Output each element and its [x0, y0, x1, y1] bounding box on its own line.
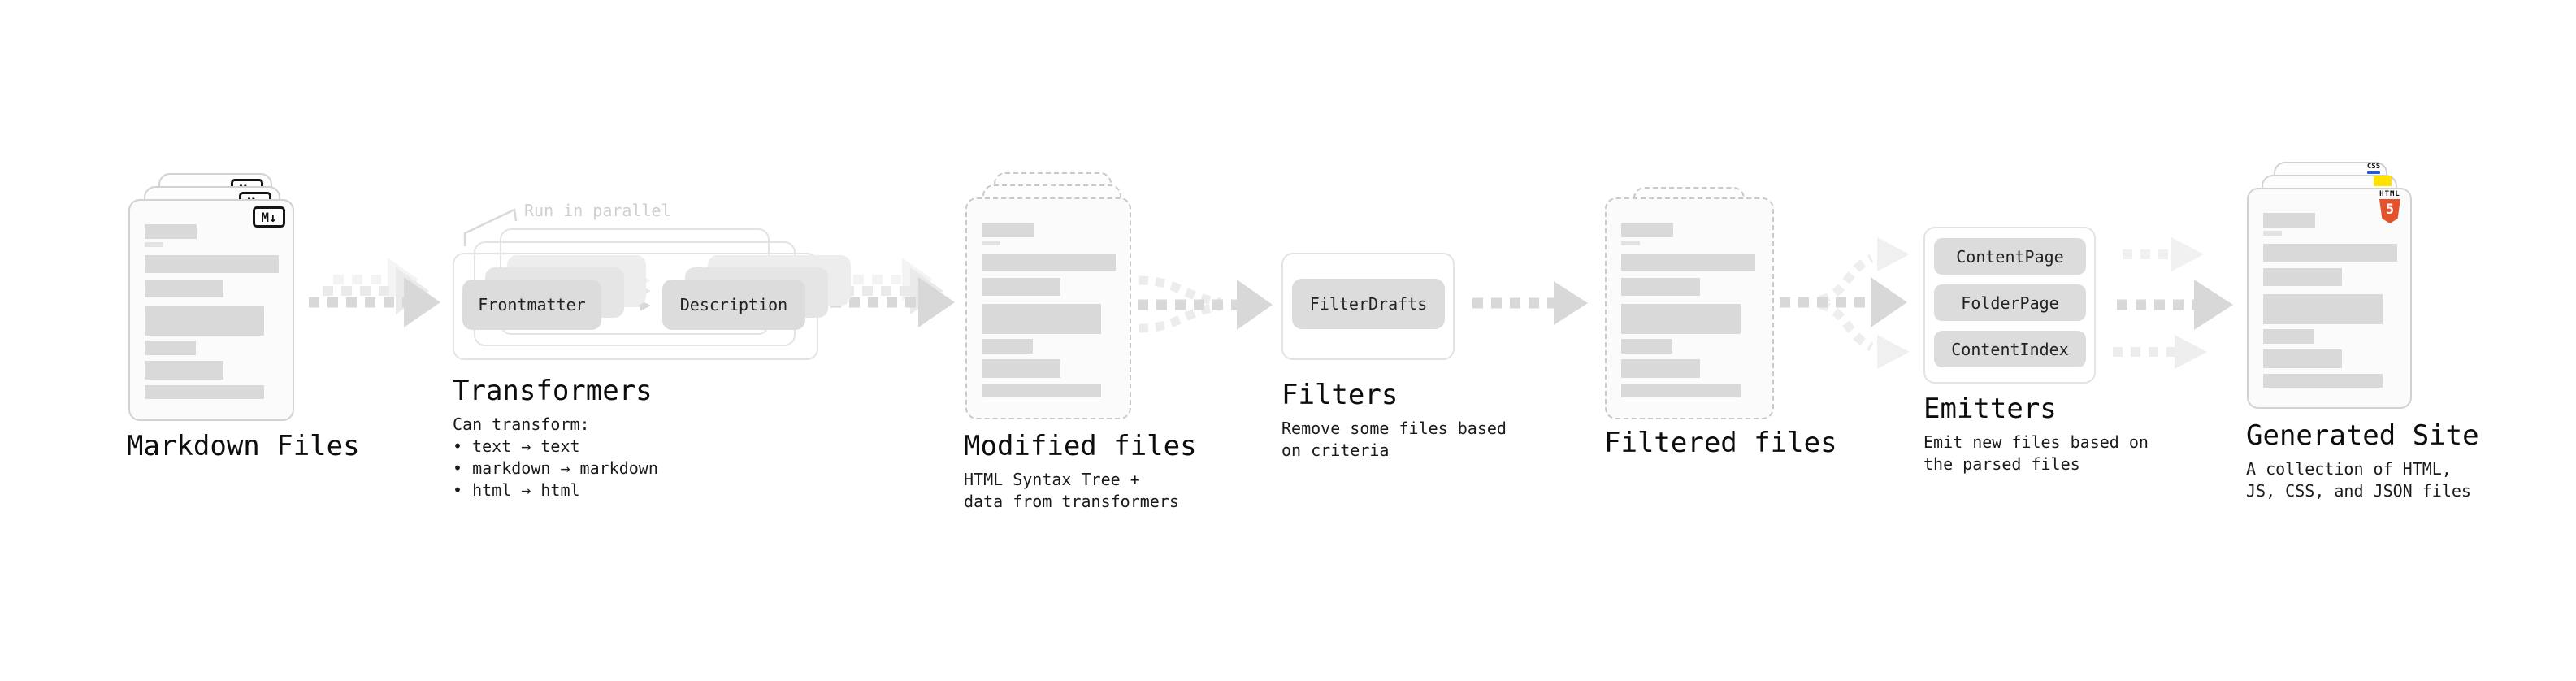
arrow-filtered-to-emitters: [1780, 237, 1910, 369]
transformer-parallel-arrows: [609, 275, 651, 311]
arrow-modified-to-filters: [1138, 275, 1273, 333]
run-in-parallel-callout-line: [463, 208, 518, 246]
arrow-transformers-to-modified: [830, 258, 955, 327]
arrow-markdown-to-transformers: [309, 258, 440, 327]
arrow-filters-to-filtered: [1472, 281, 1588, 325]
arrow-emitters-to-generated: [2113, 237, 2233, 369]
